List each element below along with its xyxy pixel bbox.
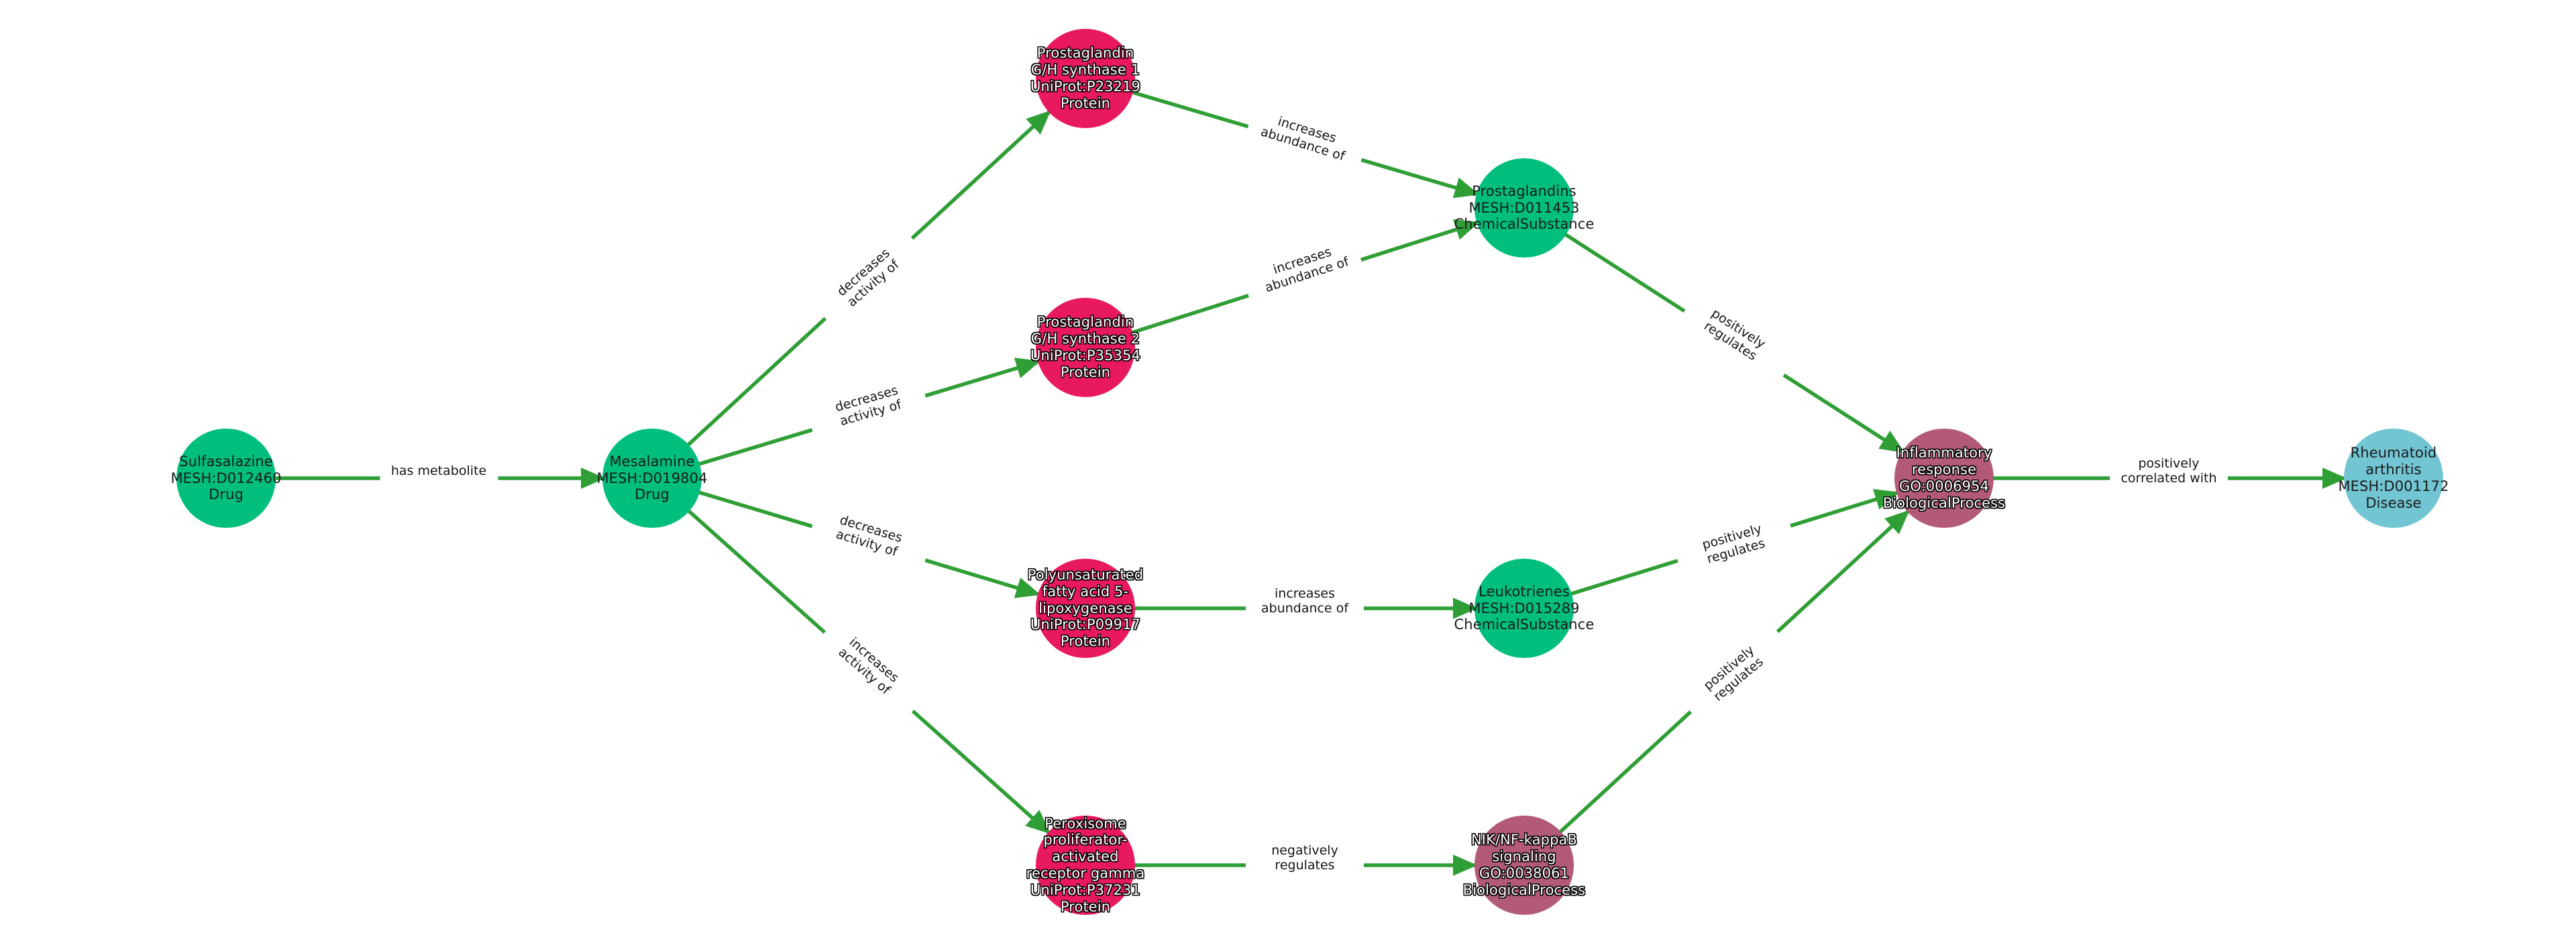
node-label-line: MESH:D015289 [1468,600,1580,616]
node-label-line: Prostaglandin [1036,45,1134,62]
node-label-line: MESH:D011453 [1468,199,1580,216]
graph-edge-e11[interactable] [1790,489,1900,528]
edges-group [274,90,2347,876]
graph-edge-e12[interactable] [1558,710,1693,834]
graph-edge-e3[interactable] [698,428,813,466]
node-label-line: Sulfasalazine [179,453,273,470]
graph-edge-e4[interactable] [698,490,813,529]
node-label-line: Protein [1060,364,1111,380]
node-label-line: Rheumatoid [2350,445,2437,461]
graph-edge-e10[interactable] [1782,373,1905,454]
node-label-line: G/H synthase 1 [1030,62,1140,78]
node-label-line: response [1911,461,1977,478]
graph-edge-e12[interactable] [1776,509,1910,633]
node-label-line: MESH:D012460 [170,470,282,486]
node-label-line: Protein [1060,95,1111,111]
graph-edge-e2[interactable] [910,109,1051,240]
node-label-line: GO:0038061 [1479,865,1570,881]
graph-edge-e11[interactable] [1569,559,1678,596]
graph-edge-e5[interactable] [911,710,1051,835]
node-label-line: MESH:D001172 [2338,478,2449,494]
node-label-line: receptor gamma [1026,865,1145,881]
graph-edge-e6[interactable] [1360,158,1480,199]
node-label-line: arthritis [2365,461,2422,478]
node-label-line: fatty acid 5- [1042,583,1129,600]
node-label-line: GO:0006954 [1898,478,1990,494]
node-label-line: Disease [2365,494,2422,511]
graph-edge-e3[interactable] [924,357,1041,398]
node-label-line: UniProt:P23219 [1030,78,1141,95]
graph-edge-e2[interactable] [686,317,827,447]
node-label-line: signaling [1492,848,1556,865]
node-label-line: activated [1052,848,1119,865]
node-label-line: G/H synthase 2 [1030,331,1140,347]
graph-edge-e10[interactable] [1564,232,1686,313]
node-label-line: lipoxygenase [1038,600,1132,616]
node-label-line: UniProt:P09917 [1030,616,1141,633]
graph-edge-e7[interactable] [1360,219,1480,262]
node-label-line: UniProt:P35354 [1030,347,1141,364]
node-label-line: Mesalamine [609,453,695,470]
node-label-line: Prostaglandin [1036,314,1134,331]
node-label-line: Drug [635,486,669,503]
node-label-line: MESH:D019804 [596,470,708,486]
graph-edge-e5[interactable] [686,508,826,634]
graph-edge-e4[interactable] [924,558,1041,598]
node-label-line: Drug [209,486,244,503]
graph-edge-e7[interactable] [1130,294,1249,335]
graph-edge-e6[interactable] [1131,90,1249,129]
